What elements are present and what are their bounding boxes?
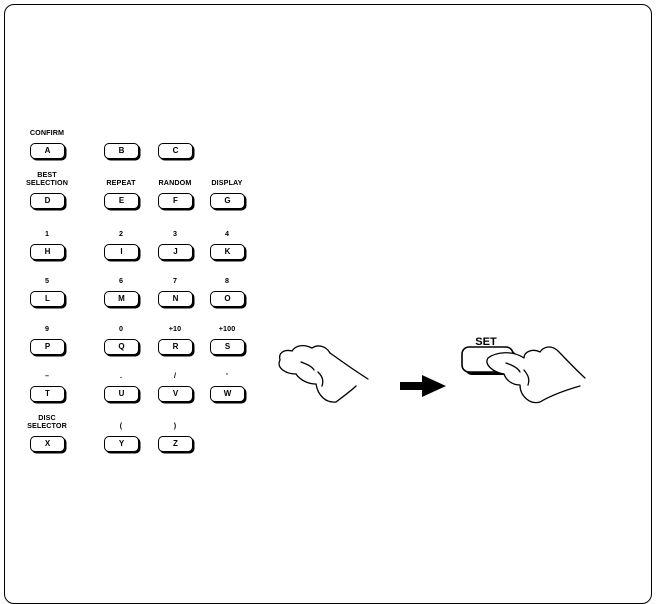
- key-label: +100: [218, 324, 236, 333]
- key-cell-c: C: [153, 119, 213, 159]
- key-button-v[interactable]: V: [158, 386, 193, 402]
- key-label: 7: [172, 276, 178, 285]
- key-button-i[interactable]: I: [104, 244, 139, 260]
- key-button-x[interactable]: X: [30, 436, 65, 452]
- key-label: 0: [118, 324, 124, 333]
- right-arrow-icon: [400, 375, 446, 397]
- key-cell-d: BEST SELECTION D: [25, 169, 85, 209]
- key-label: 9: [44, 324, 50, 333]
- key-label: 8: [224, 276, 230, 285]
- key-button-p[interactable]: P: [30, 339, 65, 355]
- key-cell-u: .U: [99, 362, 159, 402]
- pointing-hand-icon: [486, 346, 586, 404]
- key-button-d[interactable]: D: [30, 193, 65, 209]
- key-button-m[interactable]: M: [104, 291, 139, 307]
- set-button-label: SET: [475, 336, 497, 348]
- key-label: +10: [168, 324, 182, 333]
- key-button-n[interactable]: N: [158, 291, 193, 307]
- key-button-u[interactable]: U: [104, 386, 139, 402]
- key-button-k[interactable]: K: [210, 244, 245, 260]
- key-label: DISPLAY: [211, 178, 243, 187]
- key-label: 5: [44, 276, 50, 285]
- key-button-f[interactable]: F: [158, 193, 193, 209]
- key-button-a[interactable]: A: [30, 143, 65, 159]
- key-label: (: [119, 421, 123, 430]
- key-cell-w: 'W: [205, 362, 265, 402]
- key-button-h[interactable]: H: [30, 244, 65, 260]
- key-cell-a: CONFIRM A: [25, 119, 85, 159]
- key-label: DISC SELECTOR: [27, 413, 67, 430]
- key-cell-f: RANDOM F: [153, 169, 213, 209]
- key-label: 1: [44, 229, 50, 238]
- key-label: BEST SELECTION: [25, 170, 69, 187]
- key-label: 6: [118, 276, 124, 285]
- key-label: 2: [118, 229, 124, 238]
- key-button-t[interactable]: T: [30, 386, 65, 402]
- key-label: 4: [224, 229, 230, 238]
- key-label: 3: [172, 229, 178, 238]
- key-button-e[interactable]: E: [104, 193, 139, 209]
- key-button-y[interactable]: Y: [104, 436, 139, 452]
- key-button-w[interactable]: W: [210, 386, 245, 402]
- key-label: /: [173, 371, 177, 380]
- key-button-z[interactable]: Z: [158, 436, 193, 452]
- key-label: RANDOM: [158, 178, 192, 187]
- key-cell-b: B: [99, 119, 159, 159]
- key-cell-x: DISC SELECTOR X: [25, 412, 85, 452]
- key-button-l[interactable]: L: [30, 291, 65, 307]
- key-cell-z: )Z: [153, 412, 213, 452]
- key-label: ): [173, 421, 177, 430]
- key-cell-e: REPEAT E: [99, 169, 159, 209]
- key-button-q[interactable]: Q: [104, 339, 139, 355]
- key-button-r[interactable]: R: [158, 339, 193, 355]
- key-button-g[interactable]: G: [210, 193, 245, 209]
- key-label: REPEAT: [106, 178, 136, 187]
- key-label: –: [44, 371, 50, 380]
- key-label: ': [226, 371, 228, 380]
- key-button-b[interactable]: B: [104, 143, 139, 159]
- key-button-s[interactable]: S: [210, 339, 245, 355]
- key-button-c[interactable]: C: [158, 143, 193, 159]
- key-button-j[interactable]: J: [158, 244, 193, 260]
- key-cell-g: DISPLAY G: [205, 169, 265, 209]
- key-cell-v: /V: [153, 362, 213, 402]
- illustration: [278, 344, 586, 404]
- key-button-o[interactable]: O: [210, 291, 245, 307]
- key-label: .: [119, 371, 123, 380]
- pointing-hand-icon: [278, 344, 369, 403]
- key-label: CONFIRM: [29, 128, 65, 137]
- key-cell-t: –T: [25, 362, 85, 402]
- key-cell-y: (Y: [99, 412, 159, 452]
